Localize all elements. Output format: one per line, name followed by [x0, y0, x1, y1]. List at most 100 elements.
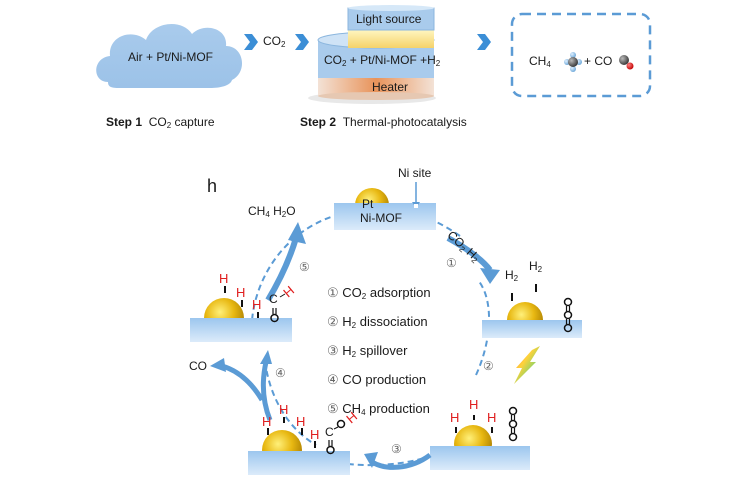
- site-h2-dissociation: [430, 415, 530, 470]
- reactor-contents-label: CO2 + Pt/Ni-MOF +H2: [324, 53, 440, 68]
- reactor-b-sub: 2: [435, 59, 441, 68]
- step1-text-b: capture: [171, 115, 215, 129]
- cycle-dashed-path: [250, 212, 491, 467]
- h-atom-text: H: [296, 414, 306, 429]
- legend-item: ③ H2 spillover: [327, 338, 431, 367]
- legend-sub: 2: [351, 321, 357, 330]
- site-co2-adsorption: [482, 284, 582, 338]
- reactor-b: + Pt/Ni-MOF +H: [346, 53, 436, 67]
- arrow-co-release: [221, 363, 265, 402]
- carboxyl-bond: [326, 419, 346, 455]
- legend-item: ① CO2 adsorption: [327, 280, 431, 309]
- h-atom: H: [296, 414, 305, 429]
- light-source-label: Light source: [356, 12, 421, 26]
- products-ch4-label: CH4: [529, 54, 551, 69]
- h-atom: H: [487, 410, 496, 425]
- step1-text-sub: 2: [166, 121, 172, 130]
- formyl-bond: [270, 293, 286, 323]
- ni-mof-label: Ni-MOF: [360, 211, 402, 225]
- h-atom: H: [469, 397, 478, 412]
- c-atom-text: C: [325, 425, 334, 439]
- step2-caption: Step 2 Thermal-photocatalysis: [300, 115, 467, 129]
- legend-a: CO production: [342, 372, 427, 387]
- step-number-5-text: ⑤: [299, 260, 310, 274]
- panel-letter-text: h: [207, 176, 218, 196]
- products-top-label: CH4 H2O: [248, 204, 296, 219]
- arrow-step3: [370, 452, 432, 470]
- reactor-a-sub: 2: [342, 59, 347, 68]
- step2-title: Step 2: [300, 115, 337, 129]
- flow-co2-main: CO: [263, 34, 281, 48]
- co-molecule-icon: [619, 55, 634, 70]
- arrow-step1-head: [480, 268, 500, 284]
- legend-num: ④: [327, 372, 339, 387]
- methane-molecule-icon: [564, 52, 582, 72]
- light-source-text: Light source: [356, 12, 422, 26]
- products-co-label: + CO: [584, 54, 612, 68]
- ni-site-text: Ni site: [398, 166, 432, 180]
- h-atom-text: H: [310, 427, 320, 442]
- step-number-1-text: ①: [446, 256, 457, 270]
- h2-label-left: H2: [505, 268, 518, 283]
- h2-right-sub: 2: [537, 265, 543, 274]
- legend-a: H: [342, 343, 352, 358]
- heater-label: Heater: [372, 80, 408, 94]
- step2-text: Thermal-photocatalysis: [342, 115, 467, 129]
- co2-molecule-vertical: [563, 297, 573, 333]
- co-release-text: CO: [189, 359, 207, 373]
- chevron-arrow-icon: [477, 34, 491, 50]
- h-atom: H: [219, 271, 228, 286]
- legend-item: ④ CO production: [327, 367, 431, 396]
- h-atom: H: [252, 297, 261, 312]
- h-atom-text: H: [450, 410, 460, 425]
- panel-letter: h: [207, 176, 217, 197]
- step-number-2-text: ②: [483, 359, 494, 373]
- step-number-2: ②: [483, 359, 494, 373]
- legend-a: CO: [342, 285, 362, 300]
- h-atom-text: H: [487, 410, 497, 425]
- light-bolt-icon: [514, 346, 540, 384]
- arrow-step4-head: [260, 350, 272, 364]
- site-ch4-production: [190, 286, 292, 342]
- h-atom-text: H: [219, 271, 229, 286]
- h2-left-main: H: [505, 268, 514, 282]
- h-atom: H: [310, 427, 319, 442]
- legend-b: adsorption: [366, 285, 431, 300]
- h2-right-main: H: [529, 259, 538, 273]
- h-atom-text: H: [252, 297, 262, 312]
- step-number-4-text: ④: [275, 366, 286, 380]
- step-number-3: ③: [391, 442, 402, 456]
- arrow-step3-head: [364, 452, 378, 468]
- legend-b: spillover: [356, 343, 408, 358]
- h-atom: H: [236, 285, 245, 300]
- chevron-arrow-icon: [295, 34, 309, 50]
- legend-sub: 2: [361, 292, 367, 301]
- c-atom: C: [269, 292, 278, 306]
- site-h2-spillover: [248, 417, 350, 475]
- reactor-illustration: [308, 5, 436, 104]
- legend-b: dissociation: [356, 314, 428, 329]
- legend-b: production: [365, 401, 430, 416]
- cloud-shape: [96, 23, 243, 88]
- arrow-co-release-head: [210, 358, 226, 372]
- h-atom: H: [279, 402, 288, 417]
- legend-a: CH: [342, 401, 362, 416]
- heater-text: Heater: [372, 80, 409, 94]
- ni-site-label: Ni site: [398, 166, 431, 180]
- h-atom-text: H: [279, 402, 289, 417]
- arrow-step4: [260, 361, 273, 421]
- flow-co2-label: CO2: [263, 34, 285, 49]
- legend-num: ②: [327, 314, 339, 329]
- step-number-1: ①: [446, 256, 457, 270]
- top-catalyst-site: [334, 182, 436, 230]
- step1-text-a: CO: [148, 115, 167, 129]
- products-top-o: O: [286, 204, 296, 218]
- co2-molecule-vertical: [508, 406, 518, 442]
- arrow-step5: [265, 237, 299, 302]
- ni-mof-text: Ni-MOF: [360, 211, 402, 225]
- products-top-ch-sub: 4: [265, 210, 270, 219]
- h-atom: H: [262, 414, 271, 429]
- pt-text: Pt: [362, 197, 374, 211]
- legend-sub: 2: [351, 350, 357, 359]
- legend-num: ⑤: [327, 401, 339, 416]
